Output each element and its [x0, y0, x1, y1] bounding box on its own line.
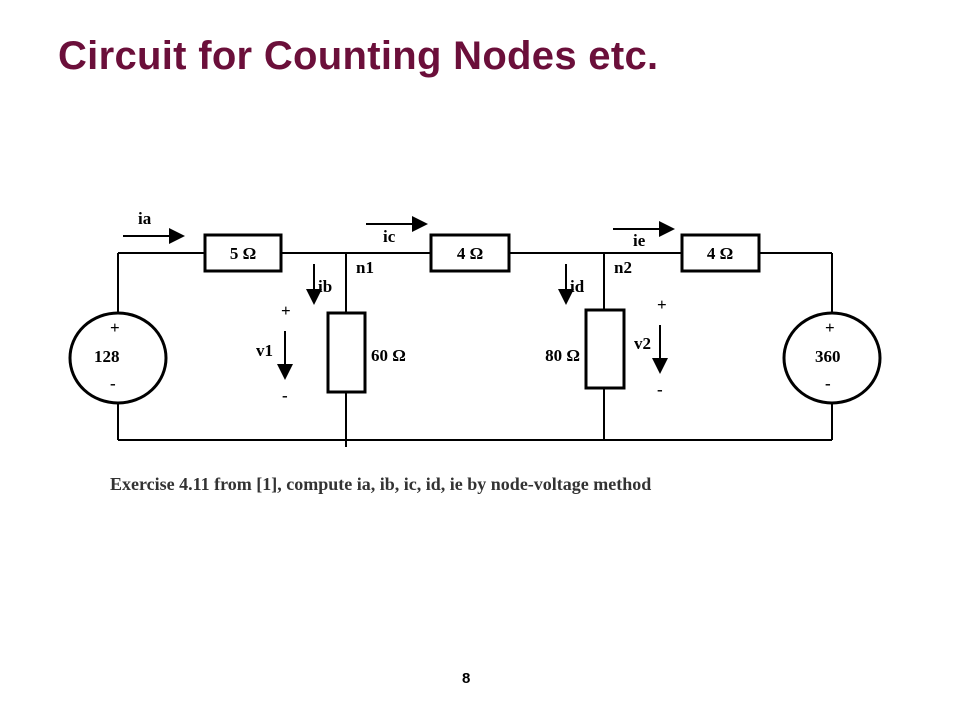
current-ib-label: ib — [318, 277, 332, 296]
circuit-wires — [117, 252, 833, 447]
page-number: 8 — [462, 670, 471, 687]
source-right-minus: - — [825, 374, 831, 393]
source-right-plus: + — [825, 318, 835, 337]
resistor-r4 — [584, 308, 626, 390]
resistor-r4-label: 80 Ω — [545, 346, 580, 365]
current-ic-label: ic — [383, 227, 396, 246]
resistor-r3-label: 4 Ω — [457, 244, 483, 263]
source-left-plus: + — [110, 318, 120, 337]
source-left-value: 128 — [94, 347, 120, 366]
voltage-v1-minus: - — [282, 386, 288, 405]
source-left: + 128 - — [68, 311, 168, 405]
node-n1-label: n1 — [356, 258, 374, 277]
resistor-r5-label: 4 Ω — [707, 244, 733, 263]
resistor-r1: 5 Ω — [203, 233, 283, 273]
resistor-r2 — [326, 311, 367, 394]
voltage-v2-minus: - — [657, 380, 663, 399]
resistor-r2-label: 60 Ω — [371, 346, 406, 365]
voltage-v1-plus: + — [281, 301, 291, 320]
source-left-minus: - — [110, 374, 116, 393]
exercise-caption: Exercise 4.11 from [1], compute ia, ib, … — [110, 474, 652, 494]
node-n2-label: n2 — [614, 258, 632, 277]
current-ie-label: ie — [633, 231, 646, 250]
voltage-v2-plus: + — [657, 295, 667, 314]
resistor-r3: 4 Ω — [429, 233, 511, 273]
resistor-r1-label: 5 Ω — [230, 244, 256, 263]
source-right: + 360 - — [782, 311, 882, 405]
slide-title: Circuit for Counting Nodes etc. — [58, 34, 659, 78]
voltage-v1-label: v1 — [256, 341, 273, 360]
current-ia-label: ia — [138, 209, 152, 228]
source-right-value: 360 — [815, 347, 841, 366]
resistor-r5: 4 Ω — [680, 233, 761, 273]
voltage-v2-label: v2 — [634, 334, 651, 353]
current-id-label: id — [570, 277, 585, 296]
